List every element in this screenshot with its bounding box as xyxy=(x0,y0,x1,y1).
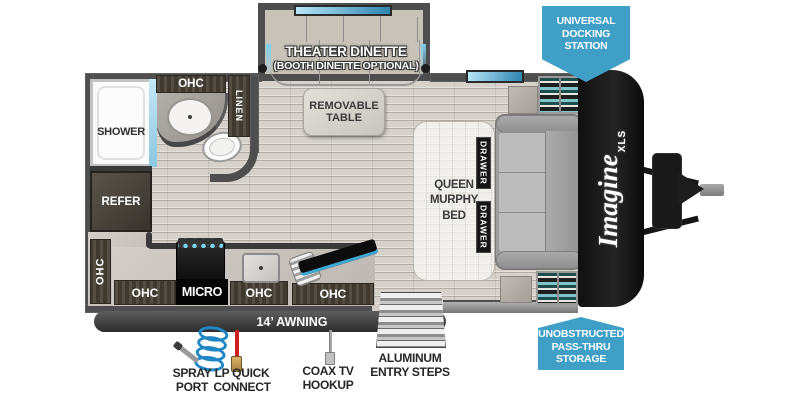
wardrobe-top xyxy=(538,76,580,114)
murphy-bed-sofa xyxy=(495,114,583,270)
slideout-seal-right xyxy=(421,64,430,73)
nightstand-bottom xyxy=(500,276,532,303)
lp-quick-connect-label: LP QUICK CONNECT xyxy=(213,366,271,394)
sofa-seat xyxy=(499,132,547,252)
galley-overhead-cabinet-2: OHC xyxy=(230,281,288,305)
brand-logo-text: ImagineXLS xyxy=(594,130,629,247)
entry-steps xyxy=(376,292,446,348)
hitch-coupler-tip xyxy=(700,184,724,196)
lp-quick-connect-icon xyxy=(235,330,239,358)
drawer-label-top: DRAWER xyxy=(476,137,491,189)
shower-label: SHOWER xyxy=(97,126,145,138)
bath-overhead-cabinet: OHC xyxy=(156,75,226,93)
bath-sink-drain xyxy=(188,115,192,119)
brand-name: Imagine xyxy=(593,154,624,248)
hitch-coupler xyxy=(678,172,704,206)
theater-dinette-label: THEATER DINETTE xyxy=(285,43,407,59)
shower-glass-door xyxy=(149,79,157,167)
window xyxy=(466,70,524,83)
pass-thru-storage-callout: UNOBSTRUCTED PASS-THRU STORAGE xyxy=(538,317,624,370)
propane-tank-cover xyxy=(652,153,682,229)
wall-bottom xyxy=(85,304,578,313)
wall-rear xyxy=(85,73,94,305)
wardrobe-bottom xyxy=(536,271,578,305)
galley-overhead-cabinet-1: OHC xyxy=(114,280,176,305)
shower: SHOWER xyxy=(90,79,152,167)
slideout-seal-left xyxy=(258,64,267,73)
brand-logo: ImagineXLS xyxy=(578,70,644,307)
microwave: MICRO xyxy=(176,279,228,305)
shower-pan xyxy=(97,86,145,160)
nightstand-top xyxy=(508,86,538,114)
bath-curved-wall xyxy=(210,146,258,182)
bath-partition-wall xyxy=(250,75,259,153)
slideout-window xyxy=(294,5,392,16)
drawer-label-bottom: DRAWER xyxy=(476,201,491,253)
refrigerator: REFER xyxy=(90,171,152,232)
bath-sink xyxy=(167,98,213,136)
linen-closet: LINEN xyxy=(228,75,250,137)
counter-edge-corner xyxy=(146,232,152,248)
kitchen-sink-drain xyxy=(259,266,263,270)
entry-steps-label: ALUMINUM ENTRY STEPS xyxy=(370,351,450,379)
booth-dinette-optional-label: (BOOTH DINETTE OPTIONAL) xyxy=(273,59,419,72)
galley-overhead-cabinet-wall: OHC xyxy=(90,239,111,304)
spray-port-label: SPRAY PORT xyxy=(172,366,212,394)
coax-tv-hookup-label: COAX TV HOOKUP xyxy=(302,364,354,392)
theater-dinette-backrest xyxy=(270,16,422,42)
slideout-accent-right xyxy=(421,44,426,76)
lp-quick-connect-fitting-icon xyxy=(231,356,242,372)
counter-edge xyxy=(148,243,376,249)
brand-series: XLS xyxy=(617,129,629,153)
theater-dinette-seat xyxy=(270,40,422,86)
front-cap: ImagineXLS xyxy=(578,70,644,307)
slideout-accent-left xyxy=(266,44,271,76)
removable-table: REMOVABLE TABLE xyxy=(303,88,385,136)
awning-bar: 14’ AWNING xyxy=(94,311,446,332)
sofa-arm-bottom xyxy=(496,251,582,269)
awning-label: 14’ AWNING xyxy=(256,314,328,329)
cooktop-burners xyxy=(178,238,223,248)
coax-connector-icon xyxy=(325,352,335,365)
queen-murphy-bed: QUEEN MURPHY BED xyxy=(413,121,495,281)
sofa-backrest xyxy=(545,131,580,253)
galley-overhead-cabinet-3: OHC xyxy=(292,283,374,305)
shower-refer-divider xyxy=(90,166,152,171)
coax-cable-icon xyxy=(329,330,332,354)
